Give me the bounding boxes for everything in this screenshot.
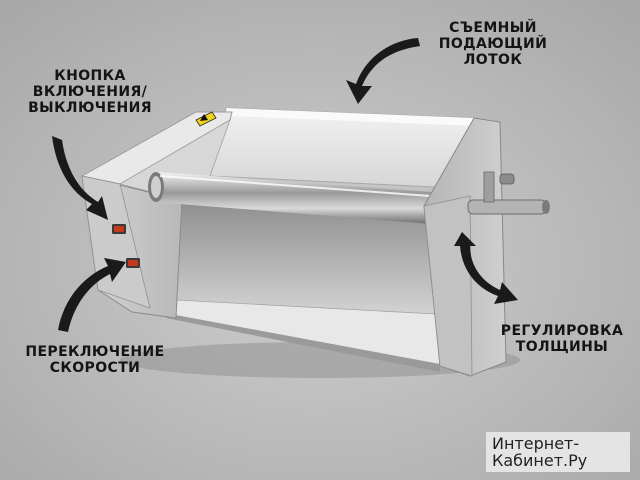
callout-thickness-adjustment: РЕГУЛИРОВКА ТОЛЩИНЫ: [484, 323, 640, 355]
callout-line: ПОДАЮЩИЙ: [438, 36, 548, 52]
machine-interior: [176, 200, 436, 330]
callout-line: ТОЛЩИНЫ: [515, 339, 609, 355]
callout-line: КНОПКА: [54, 68, 126, 84]
arrow-thickness-rotation: [454, 232, 518, 304]
thickness-shaft: [467, 171, 550, 215]
callout-line: ЛОТОК: [463, 52, 523, 68]
callout-line: РЕГУЛИРОВКА: [500, 323, 624, 339]
warning-label-icon: [195, 111, 217, 127]
callout-line: ПЕРЕКЛЮЧЕНИЕ: [25, 344, 165, 360]
callout-line: ВКЛЮЧЕНИЯ/: [32, 84, 148, 100]
callout-speed-switch: ПЕРЕКЛЮЧЕНИЕ СКОРОСТИ: [6, 344, 184, 376]
power-switch: [112, 224, 126, 234]
feed-tray-edge: [226, 108, 478, 126]
callout-line: СЪЕМНЫЙ: [449, 20, 537, 36]
callout-line: СКОРОСТИ: [49, 360, 141, 376]
callout-removable-tray: СЪЕМНЫЙ ПОДАЮЩИЙ ЛОТОК: [418, 20, 568, 68]
arrow-to-speed-switch: [58, 258, 126, 332]
front-bottom-edge: [166, 314, 440, 372]
roller: [148, 172, 432, 224]
arrow-to-tray: [346, 38, 420, 104]
callout-line: ВЫКЛЮЧЕНИЯ: [28, 100, 152, 116]
arrow-to-power-button: [52, 136, 108, 220]
watermark-line: Интернет-: [492, 434, 580, 453]
callout-power-button: КНОПКА ВКЛЮЧЕНИЯ/ ВЫКЛЮЧЕНИЯ: [10, 68, 170, 116]
watermark: Интернет- Кабинет.Ру: [486, 432, 630, 472]
speed-switch: [126, 258, 140, 268]
watermark-line: Кабинет.Ру: [492, 451, 588, 470]
